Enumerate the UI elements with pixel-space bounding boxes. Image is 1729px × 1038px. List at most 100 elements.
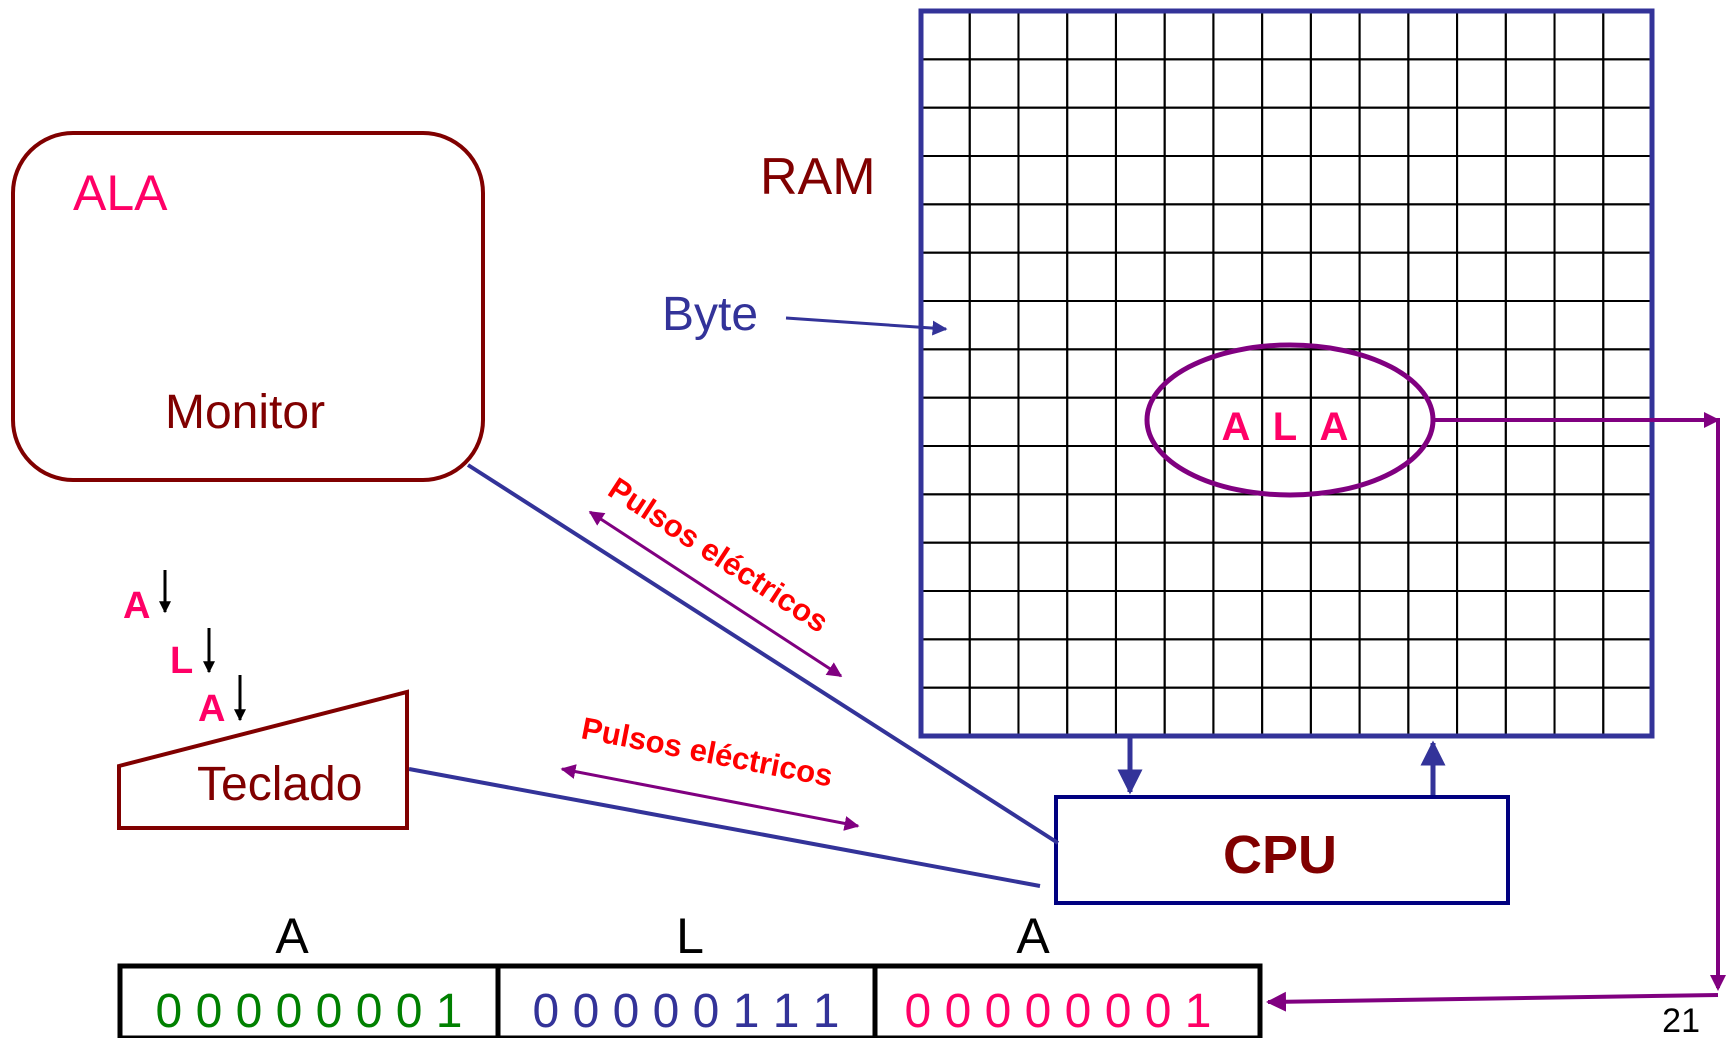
ram-byte-cell (1602, 686, 1654, 737)
ram-byte-cell (1261, 10, 1312, 61)
ram-byte-cell (1114, 251, 1166, 302)
ram-label: RAM (760, 148, 876, 206)
ram-byte-cell (1114, 300, 1166, 351)
ram-byte-cell (1358, 10, 1410, 61)
ram-byte-cell (1017, 638, 1069, 689)
monitor-pulses-arrow (588, 510, 843, 678)
ram-byte-cell (920, 493, 971, 544)
ram-byte-cell (1602, 10, 1654, 61)
ram-byte-cell (1407, 203, 1459, 254)
ram-byte-cell (1504, 348, 1556, 399)
ram-byte-cell (1066, 106, 1117, 157)
cpu-box (1054, 795, 1510, 905)
ram-byte-cell (1504, 445, 1556, 496)
ram-byte-cell (1017, 541, 1069, 592)
ram-byte-cell (1261, 251, 1312, 302)
ram-byte-cell (1504, 541, 1556, 592)
ram-byte-cell (1261, 541, 1312, 592)
ram-byte-cell (1407, 155, 1459, 206)
ram-byte-cell (968, 10, 1020, 61)
ram-byte-cell (1163, 493, 1215, 544)
byte-bits-2: 0 0 0 0 0 1 1 1 (533, 985, 840, 1038)
ram-byte-cell (1212, 203, 1264, 254)
monitor-label: Monitor (165, 386, 325, 439)
ram-byte-cell (920, 348, 971, 399)
ram-byte-cell (1114, 203, 1166, 254)
ram-byte-cell (920, 10, 971, 61)
ram-byte-cell (1407, 58, 1459, 109)
ram-byte-cell (1212, 638, 1264, 689)
keyboard-label: Teclado (197, 758, 362, 811)
ram-byte-cell (1163, 106, 1215, 157)
byte-bits-3: 0 0 0 0 0 0 0 1 (905, 985, 1212, 1038)
ram-byte-cell (968, 106, 1020, 157)
ram-byte-cell (1309, 686, 1361, 737)
ram-byte-cell (1456, 541, 1507, 592)
ram-byte-cell (1066, 493, 1117, 544)
ram-byte-cell (920, 638, 971, 689)
ram-byte-cell (1261, 300, 1312, 351)
ram-byte-cell (1163, 300, 1215, 351)
byte-bits-1: 0 0 0 0 0 0 0 1 (156, 985, 463, 1038)
ram-byte-cell (1114, 10, 1166, 61)
ram-byte-cell (1163, 155, 1215, 206)
ram-byte-cell (1553, 203, 1605, 254)
ram-byte-cell (1066, 590, 1117, 641)
monitor-pulses-label: Pulsos eléctricos (602, 471, 835, 640)
ram-byte-cell (1017, 686, 1069, 737)
ram-byte-cell (1407, 638, 1459, 689)
ram-byte-cell (1309, 493, 1361, 544)
ram-byte-cell (1017, 300, 1069, 351)
ram-byte-cell (1114, 106, 1166, 157)
connector-arrowhead-right (1704, 412, 1720, 428)
ram-byte-cell (1261, 445, 1312, 496)
ram-byte-cell (968, 300, 1020, 351)
ram-byte-cell (1504, 590, 1556, 641)
ram-byte-cell (1114, 396, 1166, 448)
ram-byte-cell (1407, 348, 1459, 399)
monitor-box (11, 131, 485, 482)
ram-byte-cell (920, 155, 971, 206)
ram-byte-cell (1017, 493, 1069, 544)
ram-byte-cell (1066, 541, 1117, 592)
ram-byte-cell (1504, 106, 1556, 157)
keyboard-shape (117, 689, 409, 830)
ram-byte-cell (1309, 251, 1361, 302)
ram-byte-cell (1309, 638, 1361, 689)
ram-byte-cell (1456, 300, 1507, 351)
ram-byte-cell (1261, 638, 1312, 689)
ram-byte-cell (1407, 10, 1459, 61)
ram-byte-cell (1602, 590, 1654, 641)
ram-grid (920, 10, 1654, 737)
ram-byte-cell (1212, 251, 1264, 302)
connector-arrowhead-down (1710, 975, 1726, 991)
byte-char-2: L (676, 908, 704, 964)
ram-byte-cell (1407, 590, 1459, 641)
ram-border (918, 8, 1655, 739)
bytes-outer-box (117, 963, 1263, 1038)
ram-byte-cell (1212, 155, 1264, 206)
ram-byte-cell (1456, 590, 1507, 641)
ram-byte-cell (1066, 686, 1117, 737)
ram-byte-cell (968, 251, 1020, 302)
ram-byte-cell (1553, 10, 1605, 61)
ram-byte-cell (1017, 155, 1069, 206)
ram-byte-cell (1358, 251, 1410, 302)
ram-byte-cell (968, 445, 1020, 496)
ram-byte-cell (1358, 106, 1410, 157)
ram-byte-cell (920, 251, 971, 302)
ram-byte-cell (1261, 58, 1312, 109)
ram-byte-cell (1553, 106, 1605, 157)
ram-byte-cell (1309, 155, 1361, 206)
falling-key-l: L (170, 640, 193, 682)
ram-byte-cell (1602, 203, 1654, 254)
ram-byte-cell (1309, 348, 1361, 399)
ram-byte-cell (1358, 541, 1410, 592)
ram-byte-cell (1017, 251, 1069, 302)
monitor-screen-text: ALA (73, 165, 168, 221)
ram-byte-cell (1114, 445, 1166, 496)
ram-byte-cell (1456, 686, 1507, 737)
ram-char-1: A (1222, 405, 1251, 449)
ram-byte-cell (1602, 106, 1654, 157)
ram-byte-cell (920, 106, 971, 157)
